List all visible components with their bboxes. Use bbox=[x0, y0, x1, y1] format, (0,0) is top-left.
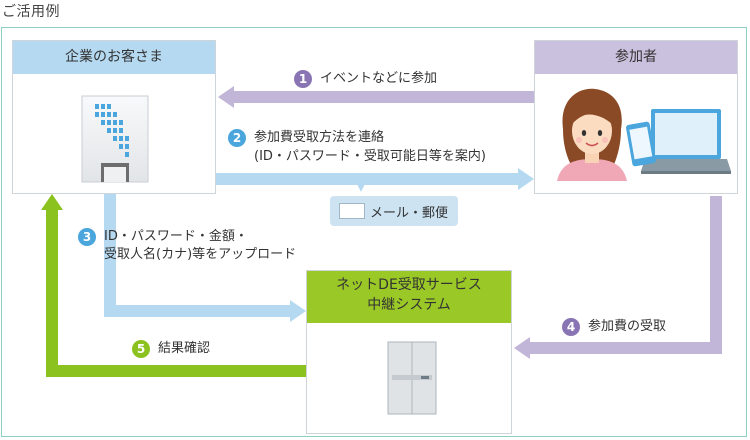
step4-label: 参加費の受取 bbox=[588, 319, 667, 334]
step2-badge: 2 bbox=[228, 129, 246, 147]
participant-header: 参加者 bbox=[535, 41, 737, 74]
step5-label: 結果確認 bbox=[158, 341, 211, 356]
step1-label: イベントなどに参加 bbox=[320, 71, 438, 86]
step5-badge: 5 bbox=[132, 340, 150, 358]
laptop-icon bbox=[641, 109, 731, 174]
arrow-step4 bbox=[514, 196, 722, 359]
system-header: ネットDE受取サービス 中継システム bbox=[307, 271, 511, 323]
system-box: ネットDE受取サービス 中継システム bbox=[306, 270, 512, 434]
step1-badge: 1 bbox=[294, 70, 312, 88]
server-rack-icon bbox=[387, 341, 437, 415]
step2-label-line2: (ID・パスワード・受取可能日等を案内) bbox=[254, 149, 486, 164]
step4-badge: 4 bbox=[562, 318, 580, 336]
system-title-line2: 中継システム bbox=[367, 297, 451, 313]
arrow-step1 bbox=[218, 86, 536, 108]
office-building-icon bbox=[81, 95, 149, 183]
arrow-step2 bbox=[216, 168, 534, 192]
arrow-step3 bbox=[104, 193, 306, 322]
step2-label-line1: 参加費受取方法を連絡 bbox=[254, 130, 385, 145]
person-with-devices-icon bbox=[557, 88, 731, 181]
page-title: ご活用例 bbox=[2, 4, 60, 20]
step3-label-line1: ID・パスワード・金額・ bbox=[104, 229, 248, 244]
envelope-icon bbox=[339, 203, 365, 219]
company-box: 企業のお客さま bbox=[12, 40, 216, 194]
system-title-line1: ネットDE受取サービス bbox=[336, 277, 482, 293]
company-header: 企業のお客さま bbox=[13, 41, 215, 74]
woman-icon bbox=[557, 88, 627, 181]
smartphone-icon bbox=[626, 121, 656, 167]
mail-post-tag: メール・郵便 bbox=[330, 196, 458, 226]
arrow-step5 bbox=[41, 194, 308, 377]
company-title: 企業のお客さま bbox=[65, 49, 163, 65]
step3-badge: 3 bbox=[78, 228, 96, 246]
diagram-frame bbox=[1, 27, 747, 437]
mail-tag-label: メール・郵便 bbox=[370, 206, 449, 221]
step3-label-line2: 受取人名(カナ)等をアップロード bbox=[104, 247, 297, 262]
participant-title: 参加者 bbox=[615, 49, 657, 65]
participant-box: 参加者 bbox=[534, 40, 738, 194]
